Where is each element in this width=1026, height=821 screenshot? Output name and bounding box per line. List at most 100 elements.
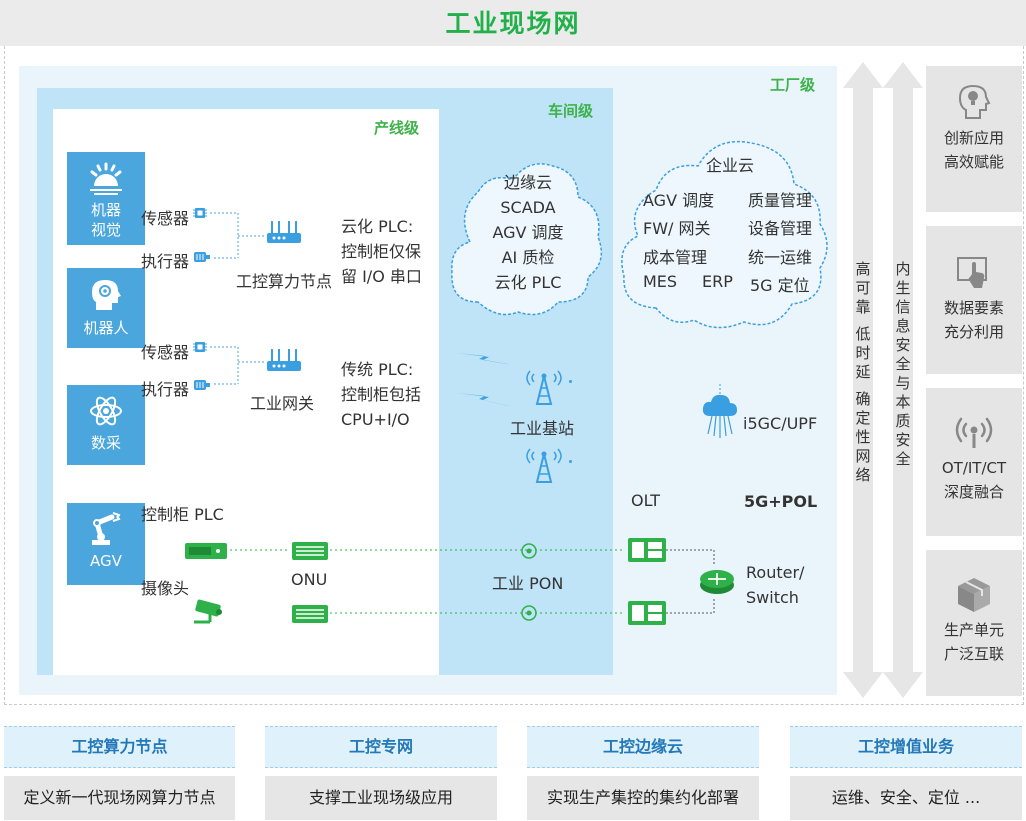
plc-cabinet-icon [185, 543, 227, 559]
motor-icon [194, 380, 210, 390]
upf-cloud-icon [702, 384, 737, 438]
device-label: 机器 [90, 201, 121, 219]
bottom-card-network-desc: 支撑工业现场级应用 [265, 776, 497, 820]
vertical-char: 内 [895, 260, 911, 278]
motor-icon [194, 252, 210, 262]
router-text: Router/ [746, 563, 805, 582]
gateway-router-icon [267, 349, 301, 371]
vertical-char: 与 [895, 374, 911, 392]
onu-device-icon [292, 542, 328, 560]
vertical-char: 低 [855, 325, 871, 343]
right-panel-data: 数据要素 充分利用 [926, 226, 1022, 374]
chip-icon [193, 208, 207, 218]
device-label: 机器人 [83, 319, 129, 337]
arrow-security [883, 62, 923, 698]
cloud-plc-text: 云化 PLC: [341, 217, 414, 236]
right-panel-label: 广泛互联 [943, 645, 1004, 663]
vertical-char: 络 [855, 466, 871, 484]
pol-label: 5G+POL [744, 492, 818, 511]
enterprise-cloud-item: 成本管理 [643, 248, 708, 267]
enterprise-cloud-item: FW/ 网关 [643, 219, 711, 238]
chip-icon [193, 342, 207, 352]
vertical-char: 延 [855, 363, 871, 381]
connector-lines-1 [210, 212, 265, 259]
right-panel-interconnect: 生产单元 广泛互联 [926, 550, 1022, 696]
package-box-icon [958, 578, 990, 612]
bottom-card-compute-desc: 定义新一代现场网算力节点 [4, 776, 235, 820]
base-station-icon [526, 370, 562, 405]
cabinet-plc-label: 控制柜 PLC [141, 505, 224, 524]
trad-plc-text: CPU+I/O [341, 410, 410, 429]
vertical-char: 性 [855, 428, 871, 446]
enterprise-cloud-item: ERP [702, 272, 733, 291]
vertical-char: 生 [895, 279, 911, 297]
vertical-char: 信 [895, 298, 911, 316]
enterprise-cloud-item: 5G 定位 [750, 276, 810, 295]
vertical-char: 确 [855, 390, 871, 408]
vertical-char [853, 317, 873, 325]
vertical-char: 靠 [855, 298, 871, 316]
edge-cloud-shape [451, 163, 603, 316]
trad-plc-text: 控制柜包括 [341, 385, 422, 404]
right-panel-label: 创新应用 [943, 129, 1004, 147]
onu-device-icon [292, 605, 328, 623]
vertical-char: 时 [855, 344, 871, 362]
enterprise-cloud-item: 设备管理 [748, 219, 813, 238]
upf-label: i5GC/UPF [743, 414, 818, 433]
base-station-label: 工业基站 [510, 419, 575, 438]
connector-lines-2 [210, 346, 265, 385]
right-panel-label: 高效赋能 [943, 153, 1004, 171]
reliability-text: 高可靠低时延确定性网络 [853, 260, 873, 485]
bottom-card-service-desc: 运维、安全、定位 ... [790, 776, 1022, 820]
bottom-card-edge-desc: 实现生产集控的集约化部署 [527, 776, 759, 820]
device-label: AGV [90, 552, 122, 570]
device-label: 数采 [90, 434, 121, 452]
idea-head-icon [958, 84, 991, 119]
robot-head-icon [92, 280, 121, 310]
page-title: 工业现场网 [0, 0, 1026, 46]
vertical-char: 质 [895, 412, 911, 430]
vertical-char: 本 [895, 393, 911, 411]
arrow-reliability [843, 62, 883, 698]
olt-device-icon [628, 538, 666, 562]
outer-frame [4, 46, 1024, 705]
sensor-label: 传感器 [141, 209, 190, 228]
enterprise-cloud-item: MES [643, 272, 678, 291]
router-switch-icon [700, 570, 734, 594]
compute-node-label: 工控算力节点 [236, 272, 333, 291]
right-panel-label: 深度融合 [943, 483, 1004, 501]
signal-dot [569, 460, 572, 463]
bottom-card-compute-head: 工控算力节点 [4, 726, 235, 768]
vertical-char: 全 [895, 450, 911, 468]
cloud-plc-description: 云化 PLC: 控制柜仅保 留 I/O 串口 [341, 214, 422, 289]
sun-gear-icon [90, 162, 122, 195]
right-panel-label: 生产单元 [943, 621, 1004, 639]
trad-plc-description: 传统 PLC: 控制柜包括 CPU+I/O [341, 357, 421, 432]
device-agv: AGV [67, 503, 145, 585]
device-label: 视觉 [90, 221, 121, 239]
actuator-label: 执行器 [141, 380, 190, 399]
vertical-char: 安 [895, 336, 911, 354]
vertical-char: 息 [895, 317, 911, 335]
splitter-icon [521, 605, 537, 621]
edge-cloud-content: 边缘云 SCADA AGV 调度 AI 质检 云化 PLC [448, 170, 608, 295]
device-data-collection: 数采 [67, 385, 145, 465]
vertical-char: 可 [855, 279, 871, 297]
actuator-label: 执行器 [141, 252, 190, 271]
router-switch-label: Router/ Switch [746, 560, 804, 610]
security-text: 内生信息安全与本质安全 [893, 260, 913, 469]
vertical-char: 高 [855, 260, 871, 278]
enterprise-cloud-item: AGV 调度 [643, 191, 715, 210]
bottom-card-network-head: 工控专网 [265, 726, 497, 768]
vertical-char: 网 [855, 447, 871, 465]
right-panel-innovation: 创新应用 高效赋能 [926, 66, 1022, 212]
vertical-char: 安 [895, 431, 911, 449]
workshop-level-label: 车间级 [548, 102, 594, 120]
router-icon [267, 221, 301, 243]
wireless-lightning [457, 353, 513, 407]
edge-cloud-item: AI 质检 [501, 248, 555, 267]
olt-device-icon [628, 601, 666, 625]
right-panel-label: 数据要素 [943, 299, 1004, 317]
base-station-icon [526, 448, 562, 483]
line-level-label: 产线级 [374, 119, 420, 137]
